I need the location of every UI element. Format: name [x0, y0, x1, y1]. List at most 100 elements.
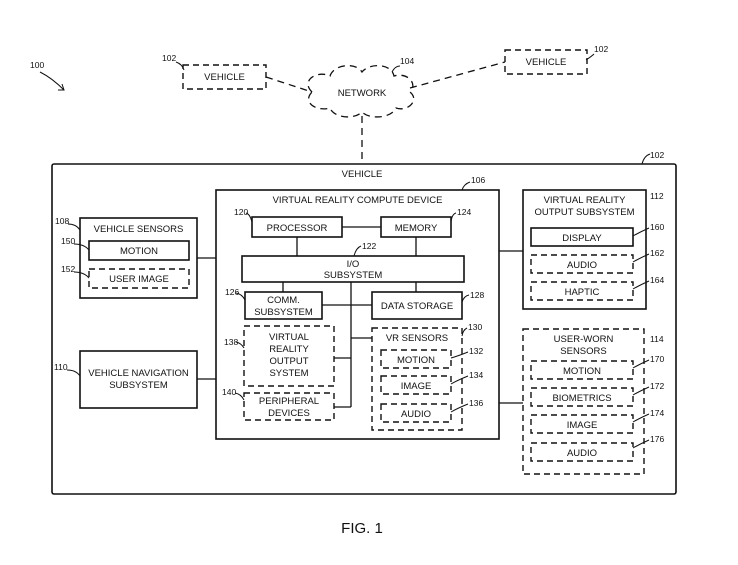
vr-sensors-ref: 130: [468, 322, 482, 332]
remote-vehicle-right: VEHICLE 102: [504, 44, 608, 75]
remote-vehicle-right-ref: 102: [594, 44, 608, 54]
display-ref: 160: [650, 222, 664, 232]
remote-vehicle-left-label: VEHICLE: [204, 72, 245, 83]
vehicle-sensors-label: VEHICLE SENSORS: [94, 224, 184, 235]
network-ref: 104: [400, 56, 414, 66]
vr-output-system-label-line1: VIRTUAL: [269, 332, 309, 343]
vehicle-sensors-ref-leader: [67, 223, 81, 231]
peripheral-devices-box: [243, 392, 335, 421]
vr-compute-device-label: VIRTUAL REALITY COMPUTE DEVICE: [273, 195, 443, 206]
user-worn-sensors-ref: 114: [650, 334, 664, 344]
figure-label: FIG. 1: [341, 520, 383, 537]
ref-100-arrowhead: [58, 83, 65, 91]
user-worn-sensors: USER-WORN SENSORS 114 MOTION 170 BIOMETR…: [522, 328, 664, 475]
io-subsystem-label-line1: I/O: [347, 259, 360, 270]
user-image-ref: 152: [61, 264, 75, 274]
peripheral-devices-label-line2: DEVICES: [268, 408, 310, 419]
data-storage-label: DATA STORAGE: [381, 301, 453, 312]
vehicle-navigation-box: [79, 350, 198, 409]
vr-sensors: VR SENSORS 130 MOTION 132 IMAGE 134 AUDI…: [371, 322, 483, 431]
vehicle-navigation-label-line1: VEHICLE NAVIGATION: [88, 368, 189, 379]
user-image-ref-leader: [73, 271, 90, 279]
user-worn-sensors-label-line1: USER-WORN: [554, 334, 614, 345]
vr-output-subsystem-label-line1: VIRTUAL REALITY: [544, 195, 626, 206]
remote-vehicle-right-label: VEHICLE: [526, 57, 567, 68]
data-storage: DATA STORAGE 128: [371, 290, 484, 320]
uw-audio-box: [530, 442, 634, 462]
biometrics-ref-leader: [632, 386, 650, 396]
vr-compute-device-ref: 106: [471, 175, 485, 185]
vr-output-subsystem-ref: 112: [650, 191, 664, 201]
vr-audio-ref-leader: [450, 403, 469, 413]
uw-motion-box: [530, 360, 634, 380]
vr-motion-ref-leader: [450, 351, 469, 359]
figure-reference-100: 100: [30, 60, 65, 91]
io-subsystem-ref: 122: [362, 241, 376, 251]
biometrics-box: [530, 387, 634, 407]
remote-vehicle-left: VEHICLE 102: [162, 53, 267, 90]
peripheral-devices-ref-leader: [234, 392, 245, 401]
ref-100-arrow: [39, 71, 65, 91]
uw-image-box: [530, 414, 634, 434]
vr-output-system-box: [243, 325, 335, 387]
uw-audio-ref: 176: [650, 434, 664, 444]
vr-output-subsystem-label-line2: OUTPUT SUBSYSTEM: [534, 207, 634, 218]
vehicle-navigation-subsystem: VEHICLE NAVIGATION SUBSYSTEM 110: [54, 350, 198, 409]
uw-motion-label: MOTION: [563, 366, 601, 377]
peripheral-devices-ref: 140: [222, 387, 236, 397]
vehicle-ref: 102: [650, 150, 664, 160]
motion-sensor-label: MOTION: [120, 246, 158, 257]
vr-output-system-label-line3: OUTPUT: [269, 356, 308, 367]
data-storage-ref: 128: [470, 290, 484, 300]
peripheral-devices-label-line1: PERIPHERAL: [259, 396, 319, 407]
biometrics-ref: 172: [650, 381, 664, 391]
io-subsystem-ref-leader: [353, 245, 362, 257]
vr-motion-box: [380, 349, 452, 369]
vr-output-system: VIRTUAL REALITY OUTPUT SYSTEM 138: [224, 325, 335, 387]
ref-100: 100: [30, 60, 44, 70]
motion-sensor-ref-leader: [73, 243, 90, 251]
vehicle-navigation-ref: 110: [54, 362, 68, 372]
vr-output-system-ref: 138: [224, 337, 238, 347]
haptic-box: [530, 281, 634, 301]
io-subsystem: I/O SUBSYSTEM 122: [241, 241, 465, 283]
link-network-vehicle-right: [409, 61, 506, 89]
vehicle-label: VEHICLE: [342, 169, 383, 180]
io-subsystem-label-line2: SUBSYSTEM: [324, 270, 383, 281]
uw-motion-ref-leader: [632, 359, 650, 369]
vr-audio-ref: 136: [469, 398, 483, 408]
io-subsystem-box: [241, 255, 465, 283]
vehicle-ref-leader: [641, 153, 651, 165]
vehicle-sensors: VEHICLE SENSORS 108 MOTION 150 USER IMAG…: [55, 216, 198, 299]
comm-subsystem-label-line1: COMM.: [267, 295, 300, 306]
vr-sensors-label: VR SENSORS: [386, 333, 448, 344]
network-cloud: NETWORK 104: [307, 56, 414, 118]
comm-subsystem: COMM. SUBSYSTEM 126: [225, 287, 323, 320]
vehicle-sensors-ref: 108: [55, 216, 69, 226]
uw-image-ref-leader: [632, 413, 650, 423]
display-ref-leader: [632, 227, 650, 237]
uw-audio-label: AUDIO: [567, 448, 597, 459]
comm-subsystem-label-line2: SUBSYSTEM: [254, 307, 313, 318]
peripheral-devices: PERIPHERAL DEVICES 140: [222, 387, 335, 421]
remote-vehicle-right-box: [504, 49, 588, 75]
vr-audio-label: AUDIO: [401, 409, 431, 420]
vr-motion-ref: 132: [469, 346, 483, 356]
user-image-box: [88, 268, 190, 289]
network-label: NETWORK: [338, 88, 387, 99]
output-audio-ref-leader: [632, 253, 650, 263]
vr-motion-label: MOTION: [397, 355, 435, 366]
remote-vehicle-left-ref: 102: [162, 53, 176, 63]
processor-ref: 120: [234, 207, 248, 217]
vr-image-box: [380, 375, 452, 395]
output-audio-label: AUDIO: [567, 260, 597, 271]
memory-label: MEMORY: [395, 223, 438, 234]
uw-audio-ref-leader: [632, 439, 650, 449]
vr-output-subsystem: VIRTUAL REALITY OUTPUT SUBSYSTEM 112 DIS…: [522, 189, 664, 310]
comm-subsystem-ref-leader: [235, 292, 246, 301]
vr-sensors-ref-leader: [461, 327, 468, 337]
memory-ref-leader: [450, 212, 457, 223]
vr-audio-box: [380, 403, 452, 423]
processor-ref-leader: [245, 212, 253, 223]
